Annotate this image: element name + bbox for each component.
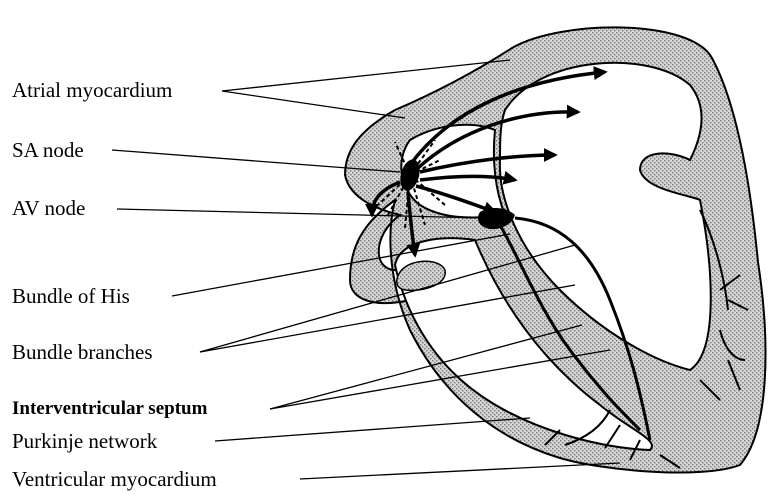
label-av-node: AV node — [12, 198, 85, 219]
label-interventricular-septum: Interventricular septum — [12, 399, 207, 418]
label-atrial-myocardium: Atrial myocardium — [12, 80, 172, 101]
label-purkinje-network: Purkinje network — [12, 431, 157, 452]
label-bundle-branches: Bundle branches — [12, 342, 153, 363]
label-bundle-of-his: Bundle of His — [12, 286, 130, 307]
label-ventricular-myocardium: Ventricular myocardium — [12, 469, 217, 490]
label-sa-node: SA node — [12, 140, 84, 161]
